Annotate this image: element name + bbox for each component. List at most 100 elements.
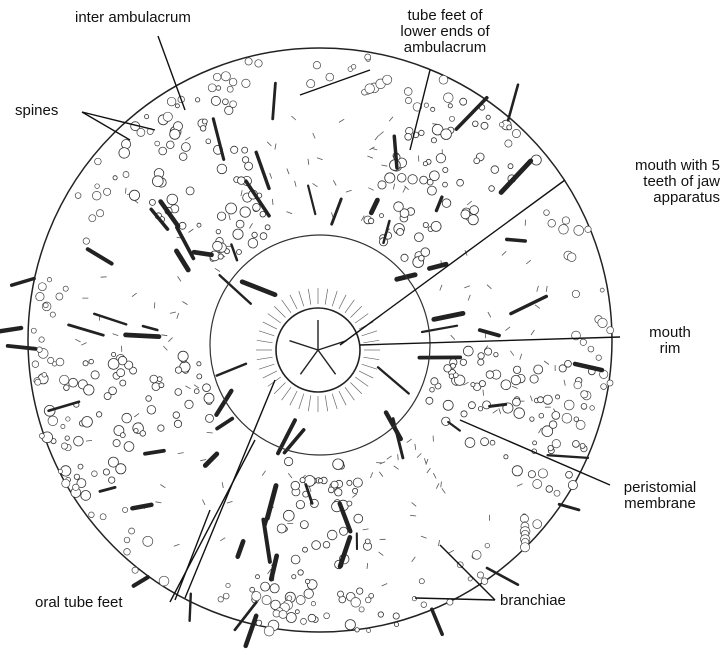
texture-mark xyxy=(291,116,296,120)
texture-mark xyxy=(75,339,80,342)
tube-foot xyxy=(556,395,560,399)
tube-foot xyxy=(367,629,371,633)
texture-mark xyxy=(170,312,176,313)
spine xyxy=(263,520,270,562)
tube-foot xyxy=(499,122,504,127)
tube-foot xyxy=(512,129,520,137)
tube-foot xyxy=(405,97,411,103)
texture-mark xyxy=(417,453,421,457)
tube-foot xyxy=(365,597,371,603)
tube-foot xyxy=(206,139,211,144)
texture-mark xyxy=(160,485,165,488)
texture-mark xyxy=(546,286,547,292)
texture-mark xyxy=(449,550,454,553)
tube-foot xyxy=(149,199,155,205)
tube-foot xyxy=(132,567,138,573)
tube-foot xyxy=(564,400,574,410)
tube-foot xyxy=(223,99,229,105)
texture-mark xyxy=(227,501,233,503)
tube-foot xyxy=(197,374,202,379)
tube-foot xyxy=(530,417,534,421)
tube-foot xyxy=(538,469,547,478)
tube-foot xyxy=(167,141,175,149)
texture-mark xyxy=(367,156,373,158)
tube-foot xyxy=(566,471,573,478)
tube-foot xyxy=(565,360,572,367)
spine xyxy=(501,161,531,193)
tube-foot xyxy=(124,442,134,452)
texture-mark xyxy=(412,502,417,506)
tube-foot xyxy=(461,210,470,219)
texture-mark xyxy=(308,159,309,165)
tube-foot xyxy=(465,438,475,448)
spine xyxy=(12,279,34,286)
spine xyxy=(378,367,409,393)
tube-foot xyxy=(421,602,427,608)
texture-mark xyxy=(249,223,252,228)
texture-mark xyxy=(531,330,534,335)
tube-foot xyxy=(43,303,48,308)
tube-foot xyxy=(163,112,172,121)
tube-foot xyxy=(240,207,250,217)
tube-foot xyxy=(119,148,130,159)
tube-foot xyxy=(61,443,67,449)
label-oral-tube-feet: oral tube feet xyxy=(35,595,123,611)
tube-foot xyxy=(147,406,156,415)
tube-foot xyxy=(533,480,542,489)
spine xyxy=(511,296,546,313)
spine xyxy=(271,556,277,579)
label-line: rim xyxy=(640,341,700,357)
tube-foot xyxy=(134,428,138,432)
tube-foot xyxy=(213,73,221,81)
tube-foot xyxy=(357,588,363,594)
tube-foot xyxy=(195,98,199,102)
tube-foot xyxy=(513,366,520,373)
label-spines: spines xyxy=(15,103,58,119)
spine xyxy=(267,486,276,519)
label-peristomial: peristomial membrane xyxy=(600,480,720,512)
texture-mark xyxy=(468,295,470,301)
tube-foot xyxy=(447,599,453,605)
texture-mark xyxy=(375,135,379,140)
tube-foot xyxy=(471,383,475,387)
tube-foot xyxy=(173,412,180,419)
tube-foot xyxy=(552,440,560,448)
tube-foot xyxy=(338,591,344,597)
texture-mark xyxy=(177,313,179,319)
texture-mark xyxy=(379,472,383,477)
mouth-rim-striation xyxy=(308,289,311,305)
tube-foot xyxy=(512,466,522,476)
tube-foot xyxy=(42,373,47,378)
texture-mark xyxy=(499,408,501,414)
tube-foot xyxy=(221,72,230,81)
texture-mark xyxy=(185,386,190,389)
tube-foot xyxy=(601,384,607,390)
texture-mark xyxy=(185,137,190,140)
tube-foot xyxy=(423,222,428,227)
tube-foot xyxy=(208,84,216,92)
tube-foot xyxy=(331,481,338,488)
label-line: teeth of jaw xyxy=(570,174,720,190)
tube-foot xyxy=(311,602,315,606)
tube-foot xyxy=(489,186,495,192)
tube-foot xyxy=(365,54,371,60)
texture-mark xyxy=(539,428,542,433)
tube-foot xyxy=(415,233,424,242)
mouth-rim-striation xyxy=(363,357,379,360)
tube-foot xyxy=(262,596,271,605)
texture-mark xyxy=(421,536,427,538)
tube-foot xyxy=(426,397,433,404)
spine xyxy=(205,454,217,466)
tube-foot xyxy=(256,575,260,579)
texture-mark xyxy=(564,380,565,386)
tube-foot xyxy=(56,293,63,300)
tube-foot xyxy=(427,179,433,185)
spine xyxy=(371,200,377,213)
texture-mark xyxy=(526,260,531,264)
tube-foot xyxy=(152,176,163,187)
tube-foot xyxy=(340,527,348,535)
tube-foot xyxy=(477,572,483,578)
tube-foot xyxy=(574,381,582,389)
tube-foot xyxy=(112,352,116,356)
tube-foot xyxy=(223,593,229,599)
